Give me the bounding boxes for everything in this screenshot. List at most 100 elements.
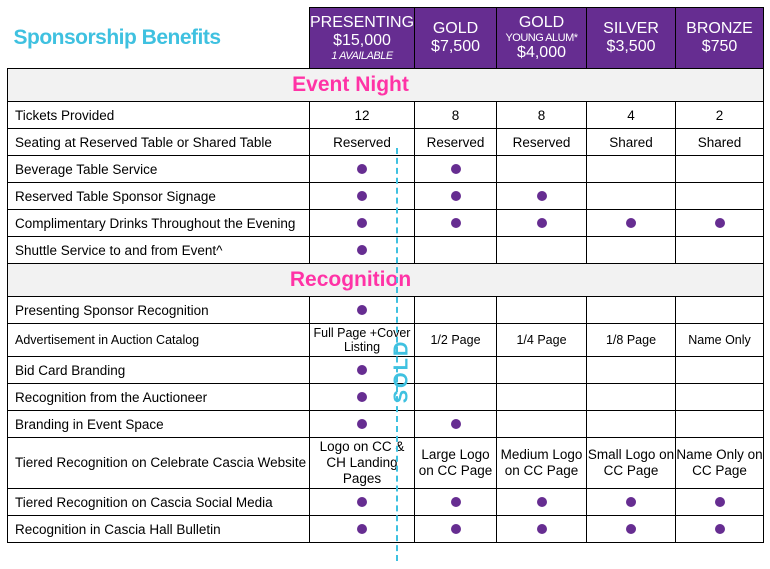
benefit-included-dot-icon (414, 515, 498, 543)
benefit-included-dot-icon (308, 296, 416, 324)
dot-icon (450, 163, 461, 174)
benefit-value: 1/8 Page (586, 323, 677, 357)
dot-icon (714, 217, 725, 228)
benefit-value: 2 (675, 101, 765, 129)
dot-icon (450, 217, 461, 228)
benefit-value (496, 356, 588, 384)
dot-icon (536, 496, 547, 507)
benefit-value: Logo on CC & CH Landing Pages (308, 437, 416, 489)
benefit-value (586, 182, 677, 210)
dot-icon (450, 523, 461, 534)
benefit-value: Medium Logo on CC Page (496, 437, 588, 489)
table-row: Branding in Event Space (7, 410, 765, 438)
benefit-label: Tickets Provided (7, 101, 310, 129)
benefit-value: Reserved (496, 128, 588, 156)
benefit-label: Tiered Recognition on Celebrate Cascia W… (7, 437, 310, 489)
benefit-included-dot-icon (414, 182, 498, 210)
table-row: Beverage Table Service (7, 155, 765, 183)
table-row: Reserved Table Sponsor Signage (7, 182, 765, 210)
benefit-value (675, 383, 765, 411)
table-row: Presenting Sponsor Recognition (7, 296, 765, 324)
dot-icon (714, 496, 725, 507)
dot-icon (626, 496, 637, 507)
benefit-value: Name Only (675, 323, 765, 357)
benefit-value: Reserved (414, 128, 498, 156)
benefit-included-dot-icon (308, 410, 416, 438)
benefit-included-dot-icon (308, 155, 416, 183)
tier-gold: GOLD$7,500 (414, 7, 498, 69)
dot-icon (536, 217, 547, 228)
sold-stamp: SOLD (390, 339, 413, 404)
benefit-value: 4 (586, 101, 677, 129)
benefit-value: Shared (675, 128, 765, 156)
benefit-value (414, 356, 498, 384)
benefit-included-dot-icon (675, 515, 765, 543)
table-row: Complimentary Drinks Throughout the Even… (7, 209, 765, 237)
dot-icon (714, 523, 725, 534)
benefit-value: Reserved (308, 128, 416, 156)
benefit-value (675, 356, 765, 384)
table-row: Bid Card Branding (7, 356, 765, 384)
benefit-label: Complimentary Drinks Throughout the Even… (7, 209, 310, 237)
dot-icon (536, 523, 547, 534)
benefit-value: 12 (308, 101, 416, 129)
benefit-label: Seating at Reserved Table or Shared Tabl… (7, 128, 310, 156)
benefit-label: Presenting Sponsor Recognition (7, 296, 310, 324)
dot-icon (357, 217, 367, 228)
dot-icon (357, 523, 367, 534)
benefit-included-dot-icon (308, 182, 416, 210)
benefit-included-dot-icon (414, 410, 498, 438)
benefit-label: Bid Card Branding (7, 356, 310, 384)
dot-icon (357, 364, 367, 375)
benefit-included-dot-icon (496, 515, 588, 543)
benefit-included-dot-icon (308, 236, 416, 264)
benefit-value (586, 296, 677, 324)
dot-icon (536, 190, 547, 201)
benefit-included-dot-icon (414, 155, 498, 183)
benefit-value (586, 356, 677, 384)
benefit-included-dot-icon (675, 209, 765, 237)
dot-icon (450, 496, 461, 507)
benefit-included-dot-icon (308, 209, 416, 237)
table-row: Recognition from the Auctioneer (7, 383, 765, 411)
section-header: Event Night (6, 68, 765, 102)
section-title: Recognition (6, 263, 765, 297)
benefit-value (496, 155, 588, 183)
benefit-value (496, 410, 588, 438)
benefit-label: Recognition in Cascia Hall Bulletin (7, 515, 310, 543)
dot-icon (357, 391, 367, 402)
benefit-included-dot-icon (586, 515, 677, 543)
benefit-included-dot-icon (496, 488, 588, 516)
tier-bronze: BRONZE$750 (675, 7, 765, 69)
benefit-value (496, 236, 588, 264)
dot-icon (357, 304, 367, 315)
benefit-value (586, 383, 677, 411)
benefit-label: Reserved Table Sponsor Signage (7, 182, 310, 210)
benefit-value (414, 236, 498, 264)
dot-icon (450, 418, 461, 429)
benefit-value (675, 296, 765, 324)
benefit-label: Recognition from the Auctioneer (7, 383, 310, 411)
benefit-value: Name Only on CC Page (675, 437, 765, 489)
benefit-label: Advertisement in Auction Catalog (7, 323, 310, 357)
table-row: Tiered Recognition on Celebrate Cascia W… (7, 437, 765, 489)
benefit-included-dot-icon (414, 209, 498, 237)
benefit-value (414, 296, 498, 324)
benefit-label: Branding in Event Space (7, 410, 310, 438)
table-title: Sponsorship Benefits (7, 7, 310, 69)
benefit-label: Tiered Recognition on Cascia Social Medi… (7, 488, 310, 516)
dot-icon (626, 217, 637, 228)
benefit-included-dot-icon (496, 209, 588, 237)
benefit-value: 8 (414, 101, 498, 129)
table-row: Tiered Recognition on Cascia Social Medi… (7, 488, 765, 516)
dot-icon (357, 190, 367, 201)
benefit-value (496, 383, 588, 411)
benefit-included-dot-icon (675, 488, 765, 516)
benefit-value: 1/2 Page (414, 323, 498, 357)
